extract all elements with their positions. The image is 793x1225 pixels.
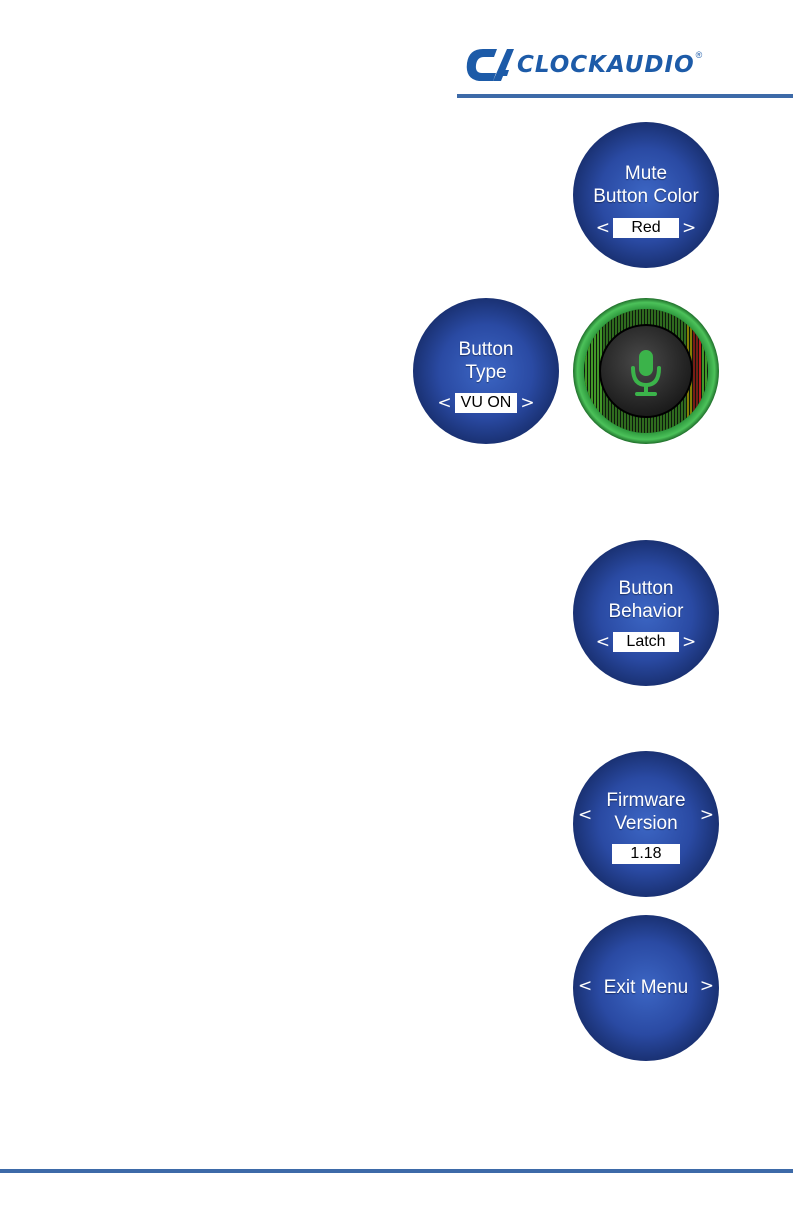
header-rule — [457, 94, 793, 98]
title-line-2: Type — [413, 361, 559, 384]
title-line-1: Mute — [573, 162, 719, 185]
right-arrow[interactable]: > — [517, 393, 537, 413]
left-arrow[interactable]: < — [434, 393, 454, 413]
value-row: < Red > — [573, 218, 719, 238]
exit-menu-label[interactable]: Exit Menu — [573, 976, 719, 999]
clockaudio-logo: CLOCKAUDIO ® — [463, 46, 702, 84]
title-line-2: Button Color — [573, 185, 719, 208]
value-row: 1.18 — [573, 844, 719, 864]
registered-mark: ® — [696, 50, 703, 60]
vu-bar — [705, 308, 707, 434]
title-line-2: Behavior — [573, 600, 719, 623]
right-arrow[interactable]: > — [679, 632, 699, 652]
screen-title: Firmware Version — [573, 789, 719, 835]
value-box: Red — [613, 218, 679, 238]
vu-meter-display — [573, 298, 719, 444]
screen-mute-button-color: Mute Button Color < Red > — [573, 122, 719, 268]
title-line-1: Button — [573, 577, 719, 600]
screen-firmware-version: < > Firmware Version 1.18 — [573, 751, 719, 897]
left-arrow[interactable]: < — [593, 632, 613, 652]
value-box: VU ON — [455, 393, 518, 413]
value-box: Latch — [613, 632, 679, 652]
screen-button-behavior: Button Behavior < Latch > — [573, 540, 719, 686]
screen-button-type: Button Type < VU ON > — [413, 298, 559, 444]
title-line-1: Firmware — [573, 789, 719, 812]
clockaudio-logo-mark-icon — [463, 46, 515, 84]
left-arrow[interactable]: < — [593, 218, 613, 238]
brand-name: CLOCKAUDIO — [517, 52, 695, 78]
title-line-1: Button — [413, 338, 559, 361]
value-row: < VU ON > — [413, 393, 559, 413]
screen-title: Mute Button Color — [573, 162, 719, 208]
value-row: < Latch > — [573, 632, 719, 652]
screen-title: Button Behavior — [573, 577, 719, 623]
right-arrow[interactable]: > — [679, 218, 699, 238]
vu-bar — [585, 308, 587, 434]
screen-title: Button Type — [413, 338, 559, 384]
value-box: 1.18 — [612, 844, 680, 864]
screen-exit-menu: < > Exit Menu — [573, 915, 719, 1061]
title-line-2: Version — [573, 812, 719, 835]
footer-rule — [0, 1169, 793, 1173]
